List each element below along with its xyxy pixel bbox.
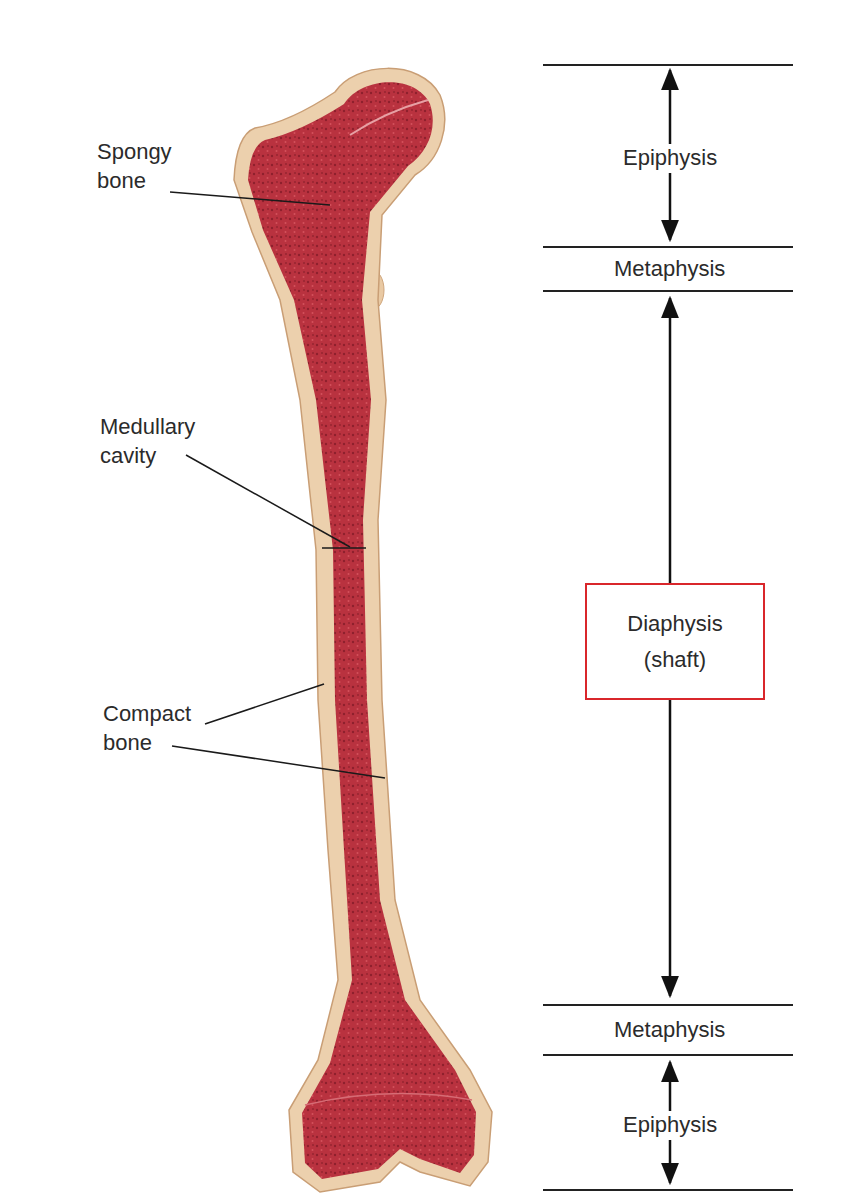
part-label: Compact bone — [103, 700, 203, 757]
epiphyseal-line — [350, 100, 428, 135]
region-name: Diaphysis (shaft) — [615, 606, 735, 676]
region-label: Epiphysis — [619, 144, 721, 173]
leader-lines — [170, 192, 385, 778]
region-box: Diaphysis (shaft) — [585, 583, 765, 700]
region-lines — [543, 65, 793, 1190]
region-label: Epiphysis — [619, 1111, 721, 1140]
epiphyseal-line — [305, 1094, 472, 1105]
part-label: Spongy bone — [97, 138, 187, 195]
region-label: Metaphysis — [610, 1016, 729, 1045]
spongy-bone-shape — [248, 82, 476, 1179]
region-label: Metaphysis — [610, 255, 729, 284]
part-label: Medullary cavity — [100, 413, 215, 470]
compact-bone-shape — [234, 68, 492, 1192]
